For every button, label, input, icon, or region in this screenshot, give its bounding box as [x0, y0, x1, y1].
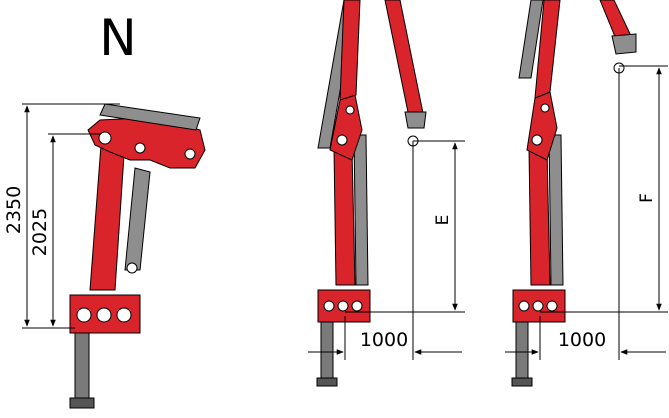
dimension-lines-f	[505, 65, 668, 360]
dimension-lines-e	[308, 140, 465, 360]
dimension-label-e: E	[433, 215, 453, 226]
outer-jib	[518, 0, 544, 79]
arm-tip	[404, 111, 427, 129]
working-crane-figure-f: F 1000	[505, 0, 668, 387]
page-title: N	[99, 9, 136, 67]
dimension-label-1000-f: 1000	[558, 329, 606, 351]
main-boom	[339, 0, 361, 101]
dimension-label-2350: 2350	[3, 186, 25, 234]
dimension-label-f: F	[637, 193, 657, 203]
working-crane-figure-e: E 1000	[308, 0, 465, 387]
stowed-crane-figure: 2350 2025	[3, 103, 206, 409]
crane-base	[69, 294, 141, 334]
crane-base	[317, 289, 371, 323]
lift-cylinder	[353, 134, 369, 286]
main-column	[528, 147, 551, 286]
stabilizer-leg	[511, 319, 533, 387]
extension-arm	[384, 0, 425, 123]
dimension-lines-stowed	[22, 103, 120, 329]
stabilizer-leg	[69, 329, 95, 409]
crane-base	[512, 289, 566, 323]
arm-tip	[611, 33, 637, 55]
dimension-label-2025: 2025	[29, 208, 51, 256]
stabilizer-leg	[316, 319, 338, 387]
lift-cylinder	[548, 134, 564, 286]
dimension-label-1000-e: 1000	[360, 329, 408, 351]
folded-jib	[99, 103, 201, 131]
main-boom	[534, 0, 561, 99]
main-column	[333, 147, 356, 286]
lift-cylinder	[124, 167, 151, 271]
